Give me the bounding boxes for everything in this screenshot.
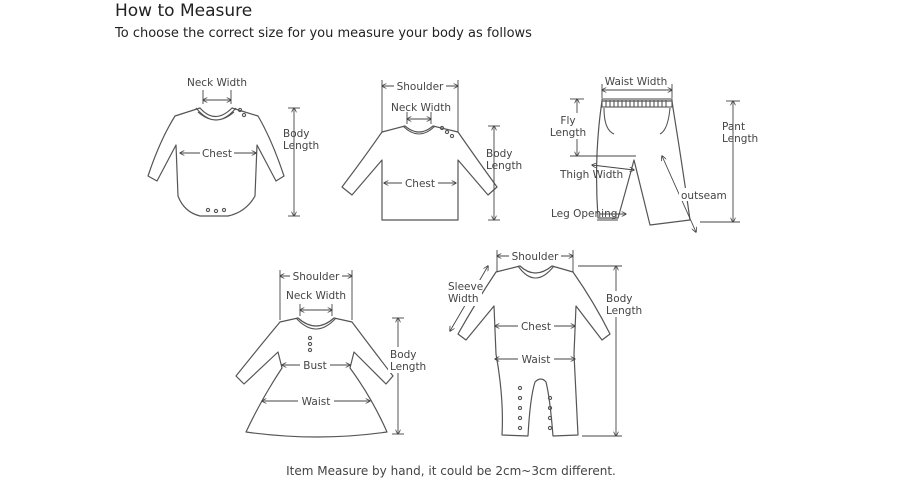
pants-outseam-label: outseam: [681, 190, 727, 202]
dress-length-label: Length: [390, 361, 426, 373]
bodysuit-collar: [195, 107, 237, 121]
romper-sleeve-label: Sleeve: [448, 281, 483, 293]
dress-diagram: Shoulder Neck Width Bust Waist Body Leng…: [235, 269, 426, 438]
pants-pocket: [603, 107, 671, 135]
pants-pant-label: Pant: [722, 121, 745, 133]
dress-outline: [235, 317, 394, 438]
pants-thigh-width-label: Thigh Width: [559, 169, 623, 181]
top-neck-width-label: Neck Width: [391, 102, 451, 114]
bodysuit-outline: [147, 107, 285, 217]
romper-collar: [517, 265, 555, 279]
measurement-note: Item Measure by hand, it could be 2cm~3c…: [286, 464, 616, 478]
romper-outline: [457, 265, 611, 437]
dress-body-label: Body: [390, 349, 417, 361]
pants-fly-length-label: Length: [550, 127, 586, 139]
pants-diagram: Waist Width Fly Length Pant Length Thigh…: [550, 76, 758, 232]
bodysuit-chest-label: Chest: [202, 148, 232, 160]
top-body-label: Body: [486, 148, 513, 160]
romper-body-label: Body: [606, 293, 633, 305]
top-diagram: Shoulder Neck Width Chest Body Length: [341, 79, 522, 221]
pants-leg-opening-label: Leg Opening: [551, 208, 617, 220]
page-subtitle: To choose the correct size for you measu…: [115, 26, 532, 41]
top-shoulder-label: Shoulder: [397, 81, 444, 93]
dress-shoulder-label: Shoulder: [293, 271, 340, 283]
romper-shoulder-label: Shoulder: [512, 251, 559, 263]
pants-fly-label: Fly: [560, 115, 575, 127]
romper-sleeve-width-label: Width: [448, 293, 479, 305]
romper-waist-label: Waist: [522, 354, 551, 366]
pants-outline: [595, 100, 691, 226]
bodysuit-body-label: Body: [283, 128, 310, 140]
pants-waistband: [601, 98, 673, 108]
page-title: How to Measure: [115, 1, 253, 21]
top-length-label: Length: [486, 160, 522, 172]
romper-diagram: Shoulder Sleeve Width Chest Waist Body L…: [446, 249, 642, 436]
bodysuit-diagram: Neck Width Chest Body Length: [147, 77, 319, 217]
romper-length-label: Length: [606, 305, 642, 317]
top-collar: [402, 125, 436, 135]
bodysuit-length-label: Length: [283, 140, 319, 152]
pants-waist-width-label: Waist Width: [605, 76, 668, 88]
dress-bust-label: Bust: [303, 360, 326, 372]
top-outline: [341, 125, 498, 221]
top-chest-label: Chest: [405, 178, 435, 190]
bodysuit-neck-width-label: Neck Width: [187, 77, 247, 89]
dress-collar: [295, 317, 337, 330]
pants-pant-length-label: Length: [722, 133, 758, 145]
dress-waist-label: Waist: [302, 396, 331, 408]
romper-chest-label: Chest: [521, 321, 551, 333]
dress-neck-width-label: Neck Width: [286, 290, 346, 302]
